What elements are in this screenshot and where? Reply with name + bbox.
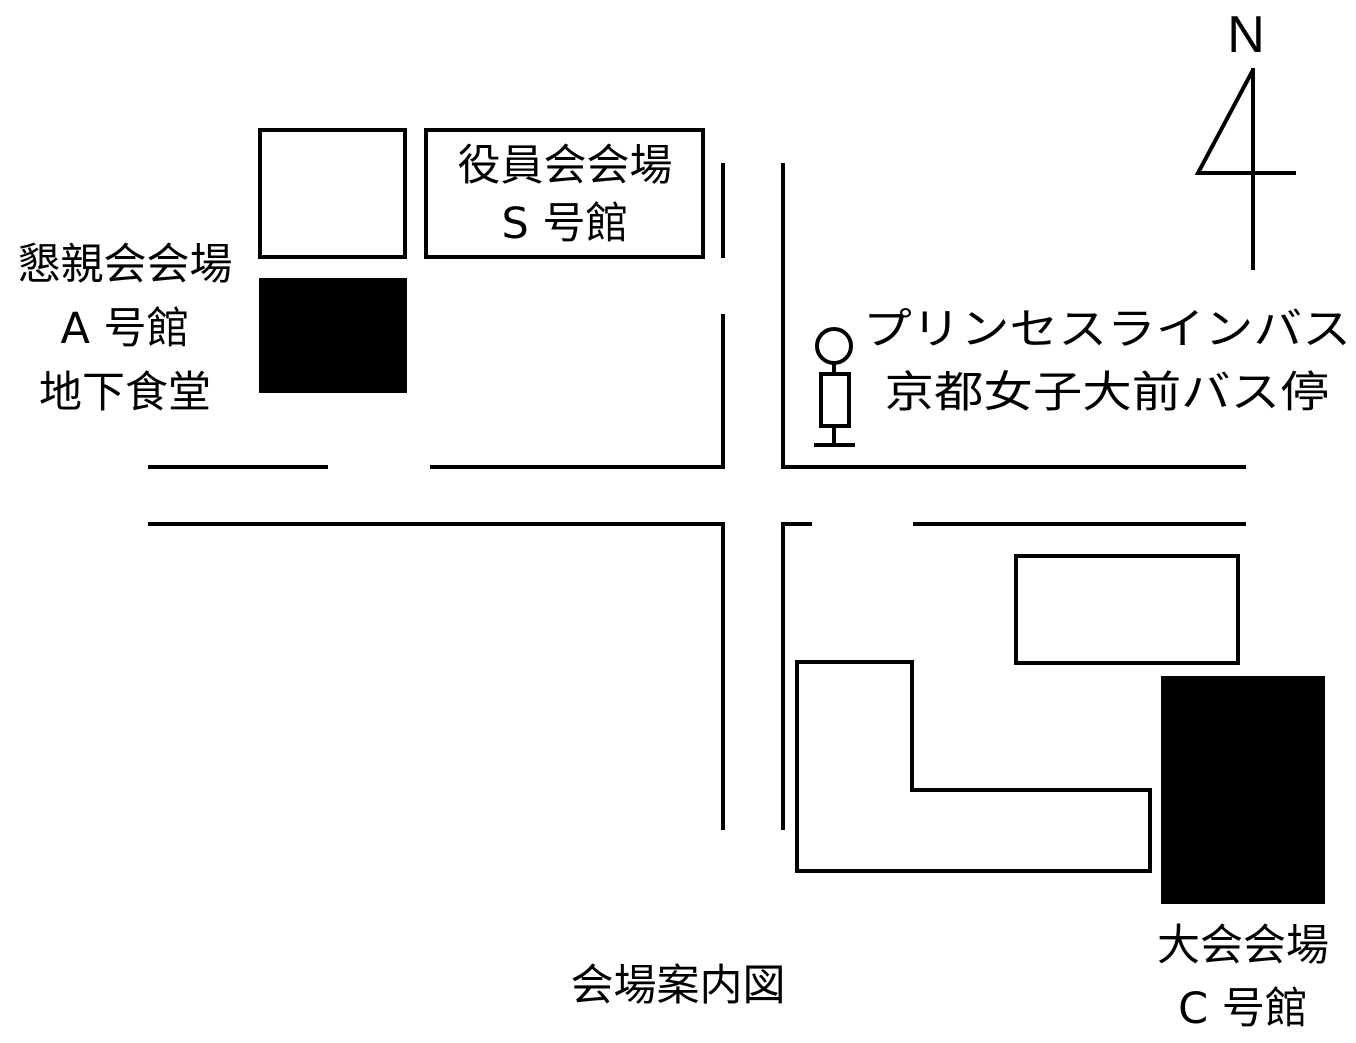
bus-stop-label-line2: 京都女子大前バス停 xyxy=(885,368,1330,418)
building-outline xyxy=(795,660,1152,873)
building-a-go-kan xyxy=(259,278,407,393)
building-s-go-kan xyxy=(424,128,705,259)
c-go-kan-label-line2: C 号館 xyxy=(1178,984,1308,1034)
a-go-kan-label-line3: 地下食堂 xyxy=(39,368,211,418)
c-go-kan-label-line1: 大会会場 xyxy=(1157,921,1329,971)
building-outline xyxy=(1014,554,1240,665)
s-go-kan-label-line2: S 号館 xyxy=(502,199,629,249)
s-go-kan-label-line1: 役員会会場 xyxy=(458,141,673,191)
north-arrow: N xyxy=(1194,6,1296,270)
roads xyxy=(148,163,1246,830)
building-c-go-kan xyxy=(1161,676,1325,904)
map-title: 会場案内図 xyxy=(571,961,786,1011)
north-label: N xyxy=(1227,6,1265,64)
north-arrow-icon xyxy=(1194,68,1296,270)
a-go-kan-label-line1: 懇親会会場 xyxy=(18,240,233,290)
bus-stop-icon xyxy=(814,327,855,447)
a-go-kan-label-line2: A 号館 xyxy=(60,304,189,354)
bus-stop-label-line1: プリンセスラインバス xyxy=(863,305,1351,355)
building-outline xyxy=(258,128,407,259)
